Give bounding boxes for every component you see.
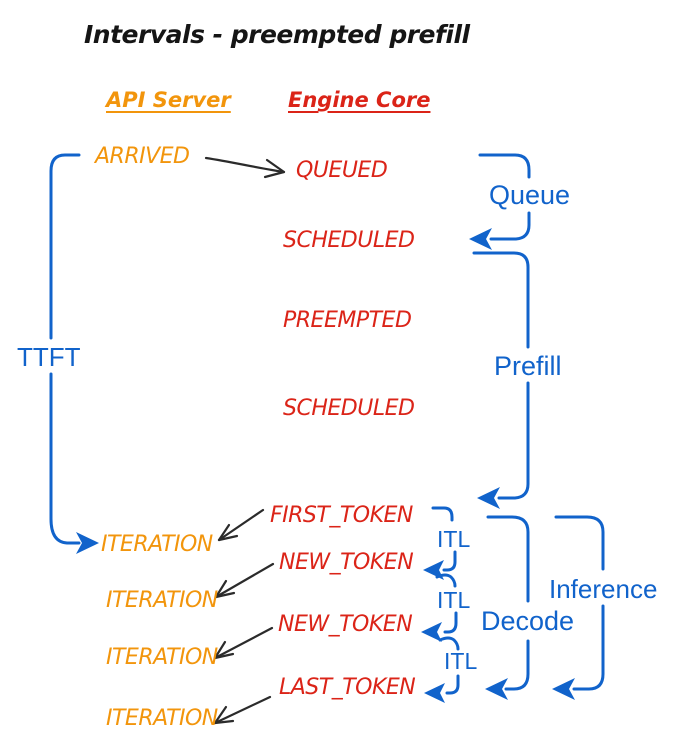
- arrow-left-icon: [421, 622, 442, 642]
- column-header-api-server: API Server: [106, 88, 231, 112]
- first-token-to-iteration-arrow: [217, 508, 265, 542]
- arrowhead-icon: [213, 705, 235, 725]
- arrow-left-icon: [485, 678, 508, 700]
- arrow-left-icon: [424, 683, 445, 703]
- page-title: Intervals - preempted prefill: [84, 20, 470, 49]
- event-scheduled-2: SCHEDULED: [283, 396, 415, 421]
- last-token-to-iteration-arrow: [213, 695, 272, 725]
- column-header-engine-core: Engine Core: [288, 88, 431, 112]
- arrow-left-icon: [469, 228, 492, 250]
- interval-label-ttft: TTFT: [17, 342, 81, 372]
- event-new-token-1: NEW_TOKEN: [279, 550, 414, 575]
- event-arrived: ARRIVED: [95, 144, 190, 169]
- ttft-bracket: [49, 153, 99, 554]
- arrived-to-queued-arrow: [204, 156, 286, 179]
- event-iteration-1: ITERATION: [101, 532, 213, 557]
- event-queued: QUEUED: [296, 158, 388, 183]
- event-new-token-2: NEW_TOKEN: [278, 612, 413, 637]
- itl-bracket-2: [421, 573, 458, 642]
- prefill-bracket: [472, 251, 530, 509]
- new-token2-to-iteration-arrow: [213, 626, 274, 660]
- arrow-left-icon: [552, 678, 575, 700]
- arrow-left-icon: [477, 487, 500, 509]
- interval-label-inference: Inference: [549, 574, 658, 604]
- event-iteration-4: ITERATION: [106, 706, 218, 731]
- event-preempted: PREEMPTED: [283, 308, 412, 333]
- interval-label-prefill: Prefill: [494, 351, 562, 381]
- event-first-token: FIRST_TOKEN: [270, 503, 413, 528]
- arrowhead-icon: [263, 158, 286, 179]
- itl-bracket-3: [424, 636, 460, 703]
- event-scheduled-1: SCHEDULED: [283, 228, 415, 253]
- event-iteration-2: ITERATION: [106, 588, 218, 613]
- event-iteration-3: ITERATION: [106, 645, 218, 670]
- queue-bracket: [469, 153, 531, 250]
- inference-bracket: [552, 515, 605, 700]
- interval-label-queue: Queue: [489, 180, 571, 210]
- arrowhead-icon: [213, 640, 235, 660]
- interval-label-itl-2: ITL: [437, 587, 471, 613]
- interval-label-itl-3: ITL: [444, 648, 478, 674]
- new-token1-to-iteration-arrow: [214, 562, 275, 599]
- arrow-right-icon: [76, 532, 99, 554]
- interval-label-itl-1: ITL: [437, 526, 471, 552]
- decode-bracket: [485, 515, 530, 700]
- interval-label-decode: Decode: [481, 606, 575, 636]
- arrowhead-icon: [214, 579, 236, 599]
- arrowhead-icon: [217, 523, 239, 542]
- event-last-token: LAST_TOKEN: [279, 675, 416, 700]
